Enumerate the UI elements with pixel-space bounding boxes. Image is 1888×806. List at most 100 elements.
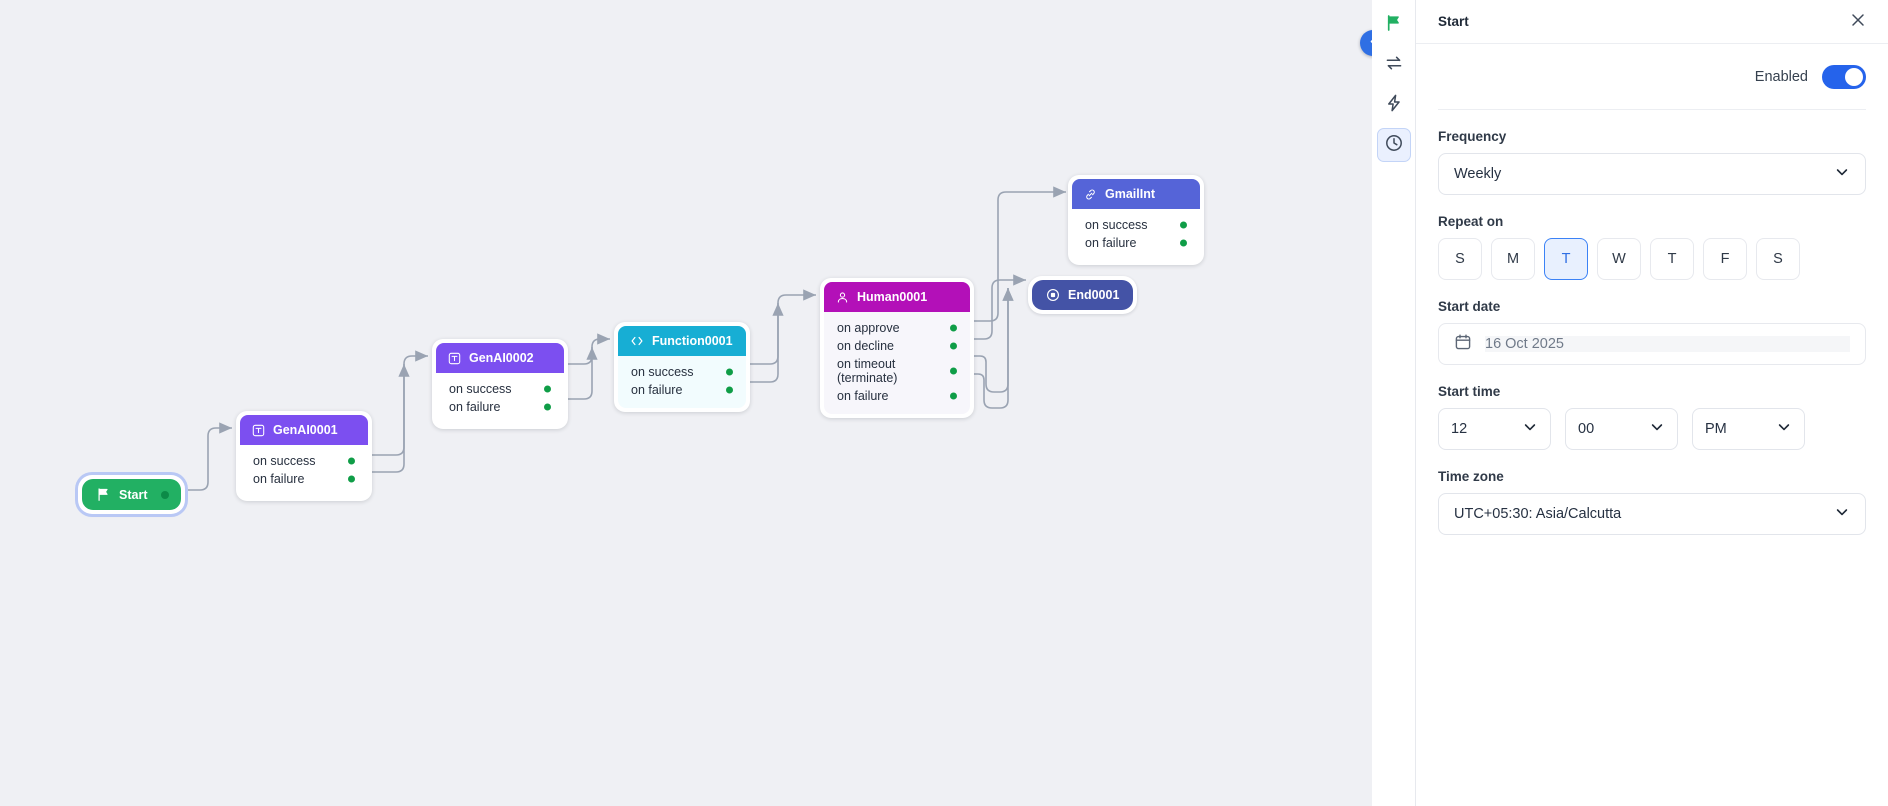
node-human0001-header: Human0001 xyxy=(824,282,970,312)
port-on-decline[interactable]: on decline xyxy=(824,337,970,355)
port-on-success[interactable]: on success xyxy=(1072,216,1200,234)
frequency-label: Frequency xyxy=(1438,129,1507,144)
port-dot[interactable] xyxy=(1180,221,1187,229)
port-label: on failure xyxy=(253,472,305,486)
port-label: on failure xyxy=(631,383,683,397)
port-dot[interactable] xyxy=(950,367,957,375)
day-button-tuesday[interactable]: T xyxy=(1544,238,1588,280)
workflow-canvas[interactable]: Start GenAI0001 on success xyxy=(0,0,1372,806)
time-zone-label: Time zone xyxy=(1438,469,1504,484)
start-date-label: Start date xyxy=(1438,299,1501,314)
node-gmailint-label: GmailInt xyxy=(1105,187,1156,201)
meridiem-value: PM xyxy=(1705,421,1727,437)
port-on-timeout[interactable]: on timeout (terminate) xyxy=(824,355,970,387)
hour-select[interactable]: 12 xyxy=(1438,408,1551,450)
port-label: on failure xyxy=(449,400,501,414)
node-start-label: Start xyxy=(119,487,148,502)
node-end0001-label: End0001 xyxy=(1068,288,1120,302)
port-on-failure[interactable]: on failure xyxy=(436,398,564,416)
port-on-failure[interactable]: on failure xyxy=(1072,234,1200,252)
port-on-approve[interactable]: on approve xyxy=(824,319,970,337)
port-on-failure[interactable]: on failure xyxy=(240,470,368,488)
frequency-value: Weekly xyxy=(1454,166,1502,182)
node-function0001-label: Function0001 xyxy=(652,334,733,348)
start-time-row: 12 00 PM xyxy=(1438,408,1866,450)
port-dot[interactable] xyxy=(348,475,355,483)
enabled-toggle[interactable] xyxy=(1822,64,1866,89)
port-label: on success xyxy=(253,454,316,468)
node-genai0002-label: GenAI0002 xyxy=(469,351,534,365)
time-zone-select[interactable]: UTC+05:30: Asia/Calcutta xyxy=(1438,493,1866,535)
flag-icon xyxy=(96,487,111,502)
repeat-on-label: Repeat on xyxy=(1438,214,1504,229)
rail-item-bolt[interactable] xyxy=(1377,88,1411,122)
port-on-success[interactable]: on success xyxy=(240,452,368,470)
start-date-input[interactable]: 16 Oct 2025 xyxy=(1438,323,1866,365)
node-end0001[interactable]: End0001 xyxy=(1028,276,1138,314)
port-dot[interactable] xyxy=(348,457,355,465)
node-gmailint-header: GmailInt xyxy=(1072,179,1200,209)
port-dot[interactable] xyxy=(950,392,957,400)
node-function0001[interactable]: Function0001 on success on failure xyxy=(614,322,750,412)
port-on-failure[interactable]: on failure xyxy=(824,387,970,405)
node-config-panel: Start Enabled Frequency Weekly xyxy=(1416,0,1888,806)
enabled-row: Enabled xyxy=(1438,44,1866,110)
code-icon xyxy=(630,334,644,348)
close-button[interactable] xyxy=(1846,10,1870,34)
node-genai0001-header: GenAI0001 xyxy=(240,415,368,445)
minute-select[interactable]: 00 xyxy=(1565,408,1678,450)
rail-item-flag[interactable] xyxy=(1377,8,1411,42)
repeat-on-days: S M T W T F S xyxy=(1438,238,1866,280)
frequency-select[interactable]: Weekly xyxy=(1438,153,1866,195)
day-button-saturday[interactable]: S xyxy=(1756,238,1800,280)
rail-item-swap[interactable] xyxy=(1377,48,1411,82)
port-dot[interactable] xyxy=(726,368,733,376)
chevron-down-icon xyxy=(1776,419,1792,439)
port-dot[interactable] xyxy=(1180,239,1187,247)
port-dot[interactable] xyxy=(950,324,957,332)
meridiem-select[interactable]: PM xyxy=(1692,408,1805,450)
output-port-dot[interactable] xyxy=(161,490,170,499)
node-genai0002[interactable]: GenAI0002 on success on failure xyxy=(432,339,568,429)
port-dot[interactable] xyxy=(544,403,551,411)
day-button-thursday[interactable]: T xyxy=(1650,238,1694,280)
rail-item-clock[interactable] xyxy=(1376,128,1411,162)
port-dot[interactable] xyxy=(950,342,957,350)
day-button-sunday[interactable]: S xyxy=(1438,238,1482,280)
stop-circle-icon xyxy=(1046,288,1060,302)
port-on-success[interactable]: on success xyxy=(618,363,746,381)
flag-icon xyxy=(1385,14,1403,37)
port-on-success[interactable]: on success xyxy=(436,380,564,398)
day-button-monday[interactable]: M xyxy=(1491,238,1535,280)
port-label: on decline xyxy=(837,339,894,353)
enabled-label: Enabled xyxy=(1754,68,1808,85)
port-dot[interactable] xyxy=(726,386,733,394)
port-dot[interactable] xyxy=(544,385,551,393)
minute-value: 00 xyxy=(1578,421,1595,437)
node-human0001[interactable]: Human0001 on approve on decline on timeo… xyxy=(820,278,974,418)
hour-value: 12 xyxy=(1451,421,1468,437)
chevron-left-icon xyxy=(1367,35,1372,51)
day-button-wednesday[interactable]: W xyxy=(1597,238,1641,280)
panel-body: Enabled Frequency Weekly Repeat on S M T… xyxy=(1416,44,1888,535)
link-icon xyxy=(1084,188,1097,201)
time-zone-value: UTC+05:30: Asia/Calcutta xyxy=(1454,506,1622,522)
port-label: on failure xyxy=(1085,236,1137,250)
port-label: on success xyxy=(449,382,512,396)
chevron-down-icon xyxy=(1834,504,1850,524)
chevron-down-icon xyxy=(1834,164,1850,184)
start-time-label: Start time xyxy=(1438,384,1501,399)
clock-icon xyxy=(1384,133,1404,158)
chevron-down-icon xyxy=(1522,419,1538,439)
node-start[interactable]: Start xyxy=(78,475,186,514)
node-function0001-header: Function0001 xyxy=(618,326,746,356)
day-button-friday[interactable]: F xyxy=(1703,238,1747,280)
node-genai0001[interactable]: GenAI0001 on success on failure xyxy=(236,411,372,501)
chevron-down-icon xyxy=(1649,419,1665,439)
node-gmailint[interactable]: GmailInt on success on failure xyxy=(1068,175,1204,265)
port-on-failure[interactable]: on failure xyxy=(618,381,746,399)
port-label: on success xyxy=(1085,218,1148,232)
text-box-icon xyxy=(448,352,461,365)
node-genai0001-label: GenAI0001 xyxy=(273,423,338,437)
panel-collapse-button[interactable] xyxy=(1360,30,1372,56)
